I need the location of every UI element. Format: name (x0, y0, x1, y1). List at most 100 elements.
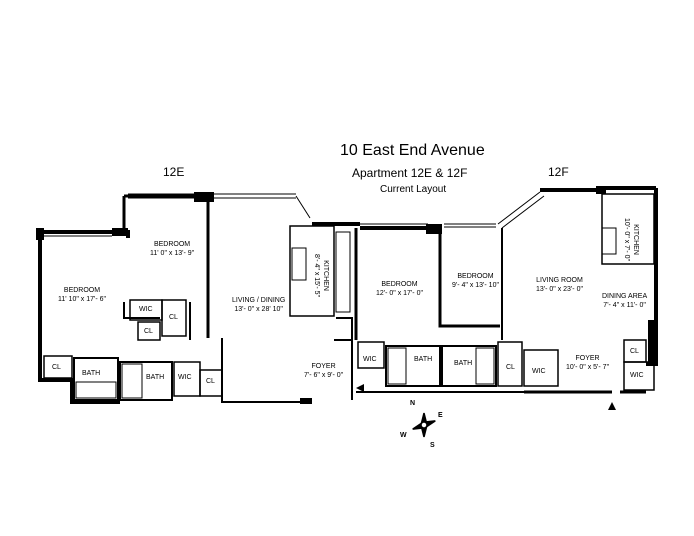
room-name: FOYER (311, 363, 336, 370)
room-dining-area: DINING AREA 7'- 4" x 11'- 0" (602, 292, 647, 310)
column-7 (648, 320, 658, 364)
wall-bedroom-b-top (122, 194, 196, 232)
compass-n: N (410, 400, 416, 407)
compass-e: E (438, 412, 443, 419)
window-living (214, 193, 311, 219)
cl-label: CL (506, 364, 515, 371)
wic-label: WIC (532, 368, 546, 375)
cl-label: CL (169, 314, 178, 321)
room-name: LIVING / DINING (232, 297, 286, 304)
column-6 (426, 224, 442, 234)
kitchen-12e (289, 225, 335, 317)
apartment-subtitle: Apartment 12E & 12F (352, 166, 468, 180)
room-bedroom-d: BEDROOM 9'- 4" x 13'- 10" (452, 272, 499, 290)
room-bedroom-b: BEDROOM 11' 0" x 13'- 9" (150, 240, 194, 258)
unit-12f-label: 12F (548, 165, 569, 179)
compass-w: W (400, 432, 407, 439)
room-kitchen-12e: KITCHEN 8'- 4" x 15'- 5" (312, 254, 330, 297)
window-bedroom-b (128, 193, 196, 199)
room-dims: 11' 0" x 13'- 9" (150, 250, 195, 257)
layout-label: Current Layout (380, 184, 447, 195)
compass-rose (412, 412, 436, 438)
column-4 (300, 398, 312, 404)
range-12f (601, 227, 617, 255)
bath-label: BATH (146, 374, 165, 381)
bath-label: BATH (414, 356, 433, 363)
room-name: BEDROOM (63, 287, 101, 294)
room-name: LIVING ROOM (536, 277, 583, 284)
wall-left-lower (38, 350, 120, 404)
room-dims: 13'- 0" x 28' 10" (234, 306, 283, 313)
wic-12f-a (623, 361, 655, 391)
room-dims: 7'- 4" x 11'- 0" (603, 302, 646, 309)
wall-living-left (221, 338, 302, 403)
entry-arrow-12e (356, 384, 364, 392)
cl-12e-d (43, 355, 73, 379)
wall-12f-top-right (540, 186, 656, 192)
bath-12f-a (385, 345, 441, 387)
compass-s: S (430, 442, 435, 449)
room-name: FOYER (575, 355, 600, 362)
cl-12e-a (161, 299, 187, 337)
room-name: BEDROOM (457, 273, 494, 280)
kitchen-counter-12e (335, 231, 351, 313)
column-5 (596, 186, 606, 194)
room-dims: 7'- 6" x 9'- 0" (304, 372, 344, 379)
room-bedroom-a: BEDROOM 11' 10" x 17'- 6" (58, 286, 106, 304)
tub-12f-b (475, 347, 495, 385)
bath-label: BATH (82, 370, 101, 377)
room-name: KITCHEN (632, 224, 639, 255)
room-bedroom-c: BEDROOM 12'- 0" x 17'- 0" (376, 280, 423, 298)
window-diag-12f (497, 191, 545, 229)
wic-12f-b (523, 349, 559, 387)
cl-label: CL (52, 364, 61, 371)
wic-label: WIC (363, 356, 377, 363)
column-2 (112, 228, 128, 236)
room-foyer-12f: FOYER 10'- 0" x 5'- 7" (566, 354, 609, 372)
bath-12e-b (119, 361, 173, 401)
building-title: 10 East End Avenue (340, 142, 485, 159)
room-name: DINING AREA (602, 293, 648, 300)
room-name: KITCHEN (322, 260, 329, 291)
room-living-dining: LIVING / DINING 13'- 0" x 28' 10" (232, 296, 285, 314)
range-12e (291, 247, 307, 281)
cl-12e-b (137, 321, 161, 341)
wall-bedroom-b-bottom (123, 302, 191, 340)
unit-12e-label: 12E (163, 165, 185, 179)
window-bedroom-a (44, 232, 112, 237)
room-dims: 10'- 0" x 5'- 7" (566, 364, 610, 371)
tub-12e-a (75, 381, 117, 399)
wall-foyer-12e (334, 317, 353, 400)
bath-12e-a (73, 357, 119, 401)
window-bedroom-c (360, 223, 428, 228)
wic-12f-c (357, 341, 385, 369)
entry-arrow-12f (608, 402, 616, 410)
tub-12e-b (121, 363, 143, 399)
room-dims: 10'- 0" x 7'- 0" (623, 218, 630, 262)
room-dims: 9'- 4" x 13'- 10" (452, 282, 499, 289)
room-name: BEDROOM (381, 281, 418, 288)
room-dims: 11' 10" x 17'- 6" (58, 296, 106, 303)
cl-label: CL (630, 348, 639, 355)
room-foyer-12e: FOYER 7'- 6" x 9'- 0" (304, 362, 343, 380)
column-3 (36, 228, 44, 240)
bath-label: BATH (454, 360, 473, 367)
wic-label: WIC (178, 374, 192, 381)
tub-12f-a (387, 347, 407, 385)
cl-label: CL (206, 378, 215, 385)
room-name: BEDROOM (153, 241, 191, 248)
wic-label: WIC (630, 372, 644, 379)
bath-12f-b (441, 345, 497, 387)
column-1 (194, 192, 214, 202)
room-kitchen-12f: KITCHEN 10'- 0" x 7'- 0" (622, 218, 640, 261)
cl-12e-c (199, 369, 223, 397)
wic-label: WIC (139, 306, 153, 313)
room-living-room: LIVING ROOM 13'- 0" x 23'- 0" (536, 276, 583, 294)
room-dims: 8'- 4" x 15'- 5" (313, 254, 320, 298)
room-dims: 12'- 0" x 17'- 0" (376, 290, 423, 297)
window-bedroom-d (444, 223, 496, 228)
room-dims: 13'- 0" x 23'- 0" (536, 286, 583, 293)
cl-12f-b (497, 341, 523, 387)
wall-bedroom-c-right (438, 228, 500, 328)
